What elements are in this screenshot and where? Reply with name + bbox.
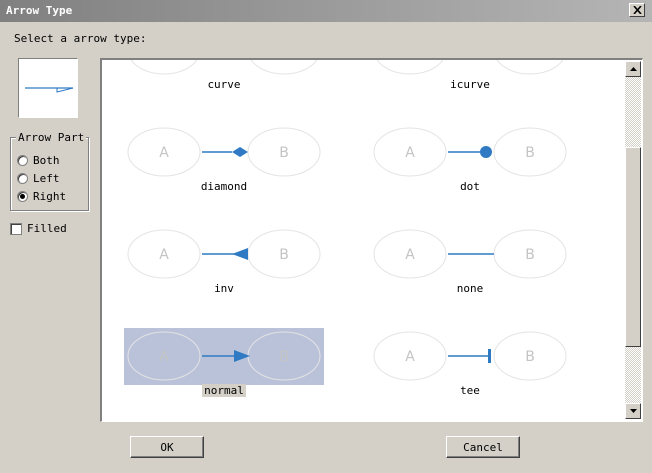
node-b <box>493 331 567 381</box>
arrowhead-inv <box>232 248 248 260</box>
node-b-label: B <box>525 58 535 59</box>
radio-label: Both <box>33 154 60 167</box>
arrow-type-name: dot <box>460 180 480 193</box>
arrowhead-diamond <box>232 147 248 157</box>
radio-both[interactable]: Both <box>17 154 60 167</box>
arrowhead-normal <box>234 350 250 362</box>
radio-button[interactable] <box>17 155 28 166</box>
arrow-type-name: tee <box>460 384 480 397</box>
node-b-label: B <box>279 349 289 365</box>
node-a-label: A <box>159 247 169 263</box>
arrow-preview <box>18 58 78 118</box>
node-a-label: A <box>159 58 169 59</box>
radio-selected-dot <box>20 194 25 199</box>
node-a <box>373 331 447 381</box>
radio-left[interactable]: Left <box>17 172 60 185</box>
arrow-type-name: normal <box>202 384 246 397</box>
node-a <box>373 229 447 279</box>
arrow-down-icon <box>629 409 637 413</box>
node-a-label: A <box>405 247 415 263</box>
arrowhead-tee <box>488 349 491 363</box>
arrow-up-icon <box>629 67 637 71</box>
node-a <box>376 60 444 75</box>
arrow-type-label: normal <box>124 384 324 397</box>
arrow-type-label: curve <box>124 78 324 91</box>
node-b-label: B <box>525 145 535 161</box>
arrow-type-name: inv <box>214 282 234 295</box>
arrow-type-name: diamond <box>200 180 248 193</box>
node-b <box>496 60 564 75</box>
node-b-label: B <box>279 145 289 161</box>
filled-checkbox[interactable] <box>10 222 22 235</box>
preview-arrow-icon <box>25 87 74 93</box>
scroll-thumb[interactable] <box>625 147 641 347</box>
node-b-label: B <box>525 349 535 365</box>
arrow-type-label: dot <box>370 180 570 193</box>
ok-button[interactable]: OK <box>130 436 204 458</box>
vertical-scrollbar[interactable] <box>625 61 641 419</box>
node-b-label: B <box>279 58 289 59</box>
radio-label: Right <box>33 190 67 203</box>
filled-option[interactable]: Filled <box>10 222 67 235</box>
arrow-type-name: none <box>456 282 484 295</box>
node-a <box>373 127 447 177</box>
node-a <box>127 127 201 177</box>
node-b <box>250 60 318 75</box>
prompt-label: Select a arrow type: <box>14 32 147 45</box>
title-bar: Arrow Type <box>0 0 652 22</box>
scroll-down-button[interactable] <box>625 403 641 419</box>
arrow-type-label: icurve <box>370 78 570 91</box>
node-a-label: A <box>405 349 415 365</box>
node-b-label: B <box>279 247 289 263</box>
arrow-type-label: diamond <box>124 180 324 193</box>
arrow-type-label: tee <box>370 384 570 397</box>
arrowhead-dot <box>480 146 492 158</box>
scroll-up-button[interactable] <box>625 61 641 77</box>
arrow-type-name: icurve <box>450 78 490 91</box>
filled-label: Filled <box>27 222 67 235</box>
node-a <box>127 229 201 279</box>
node-a-label: A <box>405 58 415 59</box>
node-a-label: A <box>405 145 415 161</box>
node-a-label: A <box>159 145 169 161</box>
node-a-label: A <box>159 349 169 365</box>
arrow-part-legend: Arrow Part <box>16 131 87 144</box>
close-icon <box>632 6 642 14</box>
node-b <box>493 127 567 177</box>
window-title: Arrow Type <box>6 4 73 17</box>
radio-button-selected[interactable] <box>17 191 28 202</box>
radio-right[interactable]: Right <box>17 190 66 203</box>
arrow-type-label: none <box>370 282 570 295</box>
node-a <box>127 331 201 381</box>
arrow-part-group: Arrow Part Both Left Right <box>10 131 89 211</box>
arrow-type-name: curve <box>207 78 241 91</box>
close-button[interactable] <box>629 3 645 17</box>
radio-label: Left <box>33 172 60 185</box>
radio-button[interactable] <box>17 173 28 184</box>
cancel-button[interactable]: Cancel <box>446 436 520 458</box>
node-b-label: B <box>525 247 535 263</box>
node-a <box>130 60 198 75</box>
arrow-type-label: inv <box>124 282 324 295</box>
